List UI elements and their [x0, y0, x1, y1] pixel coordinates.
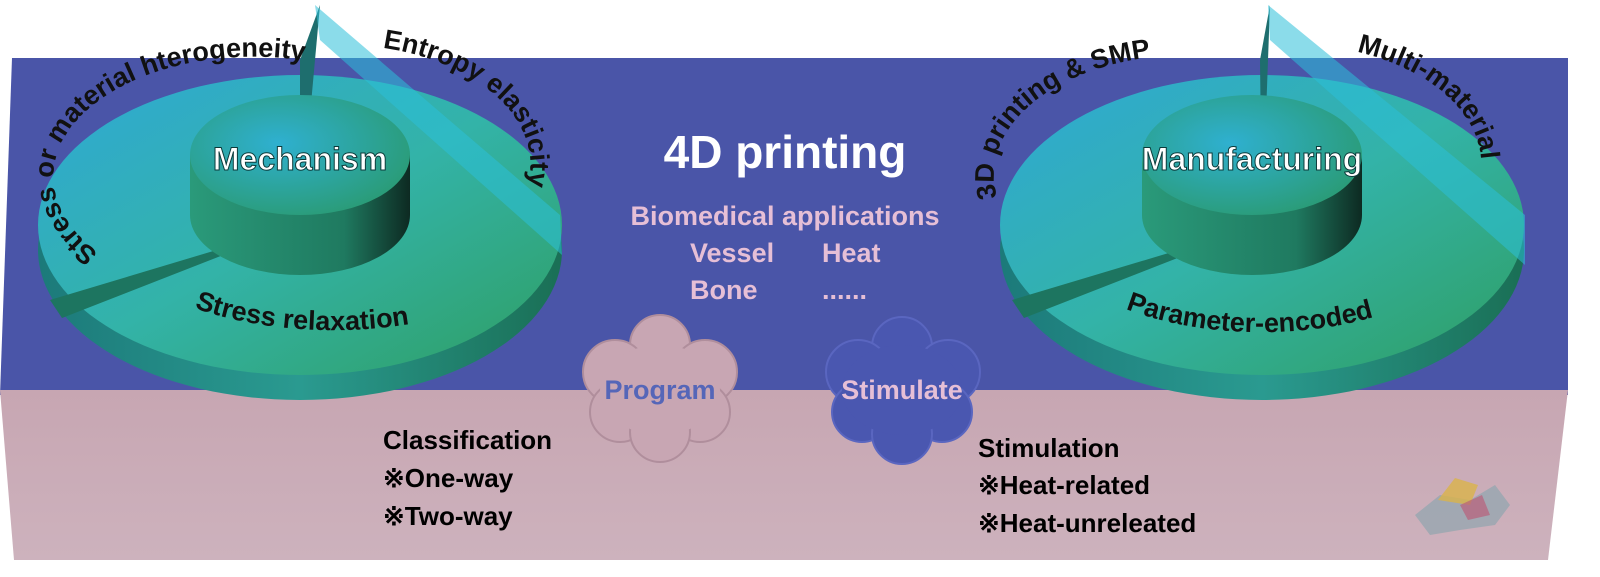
pink-band [0, 390, 1568, 560]
classification-one-way: ※One-way [383, 463, 514, 493]
app-more: ...... [822, 275, 867, 305]
stimulation-heat-unrelated: ※Heat-unreleated [978, 508, 1196, 538]
classification-title: Classification [383, 425, 552, 455]
mechanism-label: Mechanism [213, 141, 387, 177]
app-bone: Bone [690, 275, 758, 305]
stimulation-title: Stimulation [978, 433, 1120, 463]
stimulate-cloud [825, 316, 981, 465]
decorative-object-icon [1415, 478, 1510, 535]
manufacturing-label: Manufacturing [1142, 141, 1362, 177]
app-heat: Heat [822, 238, 881, 268]
app-vessel: Vessel [690, 238, 774, 268]
stimulate-label: Stimulate [841, 375, 963, 405]
program-label: Program [604, 375, 715, 405]
title: 4D printing [664, 126, 907, 178]
stimulation-heat-related: ※Heat-related [978, 470, 1150, 500]
right-ring [1000, 5, 1525, 400]
applications-heading: Biomedical applications [630, 201, 939, 231]
program-cloud [582, 314, 738, 463]
left-ring [38, 5, 562, 400]
classification-two-way: ※Two-way [383, 501, 513, 531]
